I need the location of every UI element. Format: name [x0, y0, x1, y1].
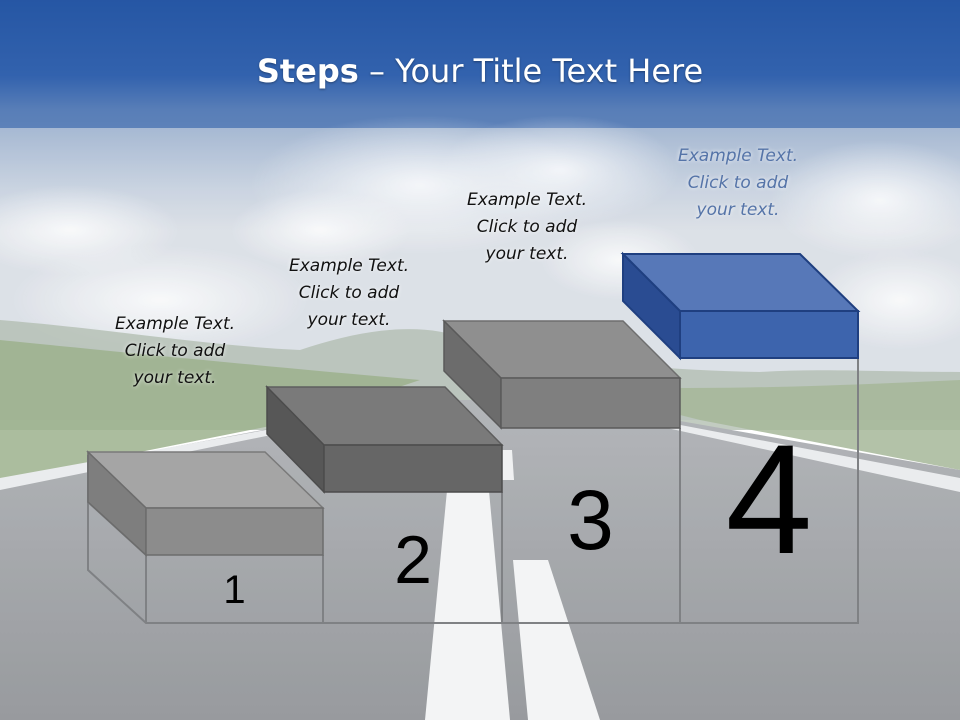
- caption-line: Example Text.: [288, 256, 410, 276]
- title-rest: – Your Title Text Here: [358, 52, 704, 90]
- step-1-block: [86, 450, 325, 557]
- caption-line: your text.: [485, 244, 569, 264]
- center-dash-near: [425, 480, 510, 720]
- step-4-block: [620, 251, 861, 361]
- caption-line: Example Text.: [466, 190, 588, 210]
- step-4-caption[interactable]: Example Text. Click to add your text.: [643, 143, 833, 224]
- step-2-caption[interactable]: Example Text. Click to add your text.: [254, 253, 444, 334]
- caption-line: Click to add: [298, 283, 400, 303]
- slide-title[interactable]: Steps – Your Title Text Here: [0, 52, 960, 90]
- step-3-caption[interactable]: Example Text. Click to add your text.: [432, 187, 622, 268]
- caption-line: your text.: [133, 368, 217, 388]
- step-4-number: 4: [725, 413, 813, 587]
- caption-line: Example Text.: [677, 146, 799, 166]
- caption-line: your text.: [696, 200, 780, 220]
- step-1-number: 1: [223, 568, 246, 612]
- step-3-block: [442, 319, 682, 430]
- caption-line: Click to add: [687, 173, 789, 193]
- step-3-number: 3: [567, 473, 614, 567]
- step-1-caption[interactable]: Example Text. Click to add your text.: [80, 311, 270, 392]
- step-2-block: [265, 385, 504, 494]
- caption-line: Click to add: [476, 217, 578, 237]
- caption-line: Click to add: [124, 341, 226, 361]
- caption-line: your text.: [307, 310, 391, 330]
- grass-left: [0, 340, 420, 480]
- title-band: [0, 0, 960, 128]
- center-dash-far: [513, 560, 600, 720]
- step-2-number: 2: [394, 522, 432, 598]
- title-bold: Steps: [256, 52, 359, 90]
- caption-line: Example Text.: [114, 314, 236, 334]
